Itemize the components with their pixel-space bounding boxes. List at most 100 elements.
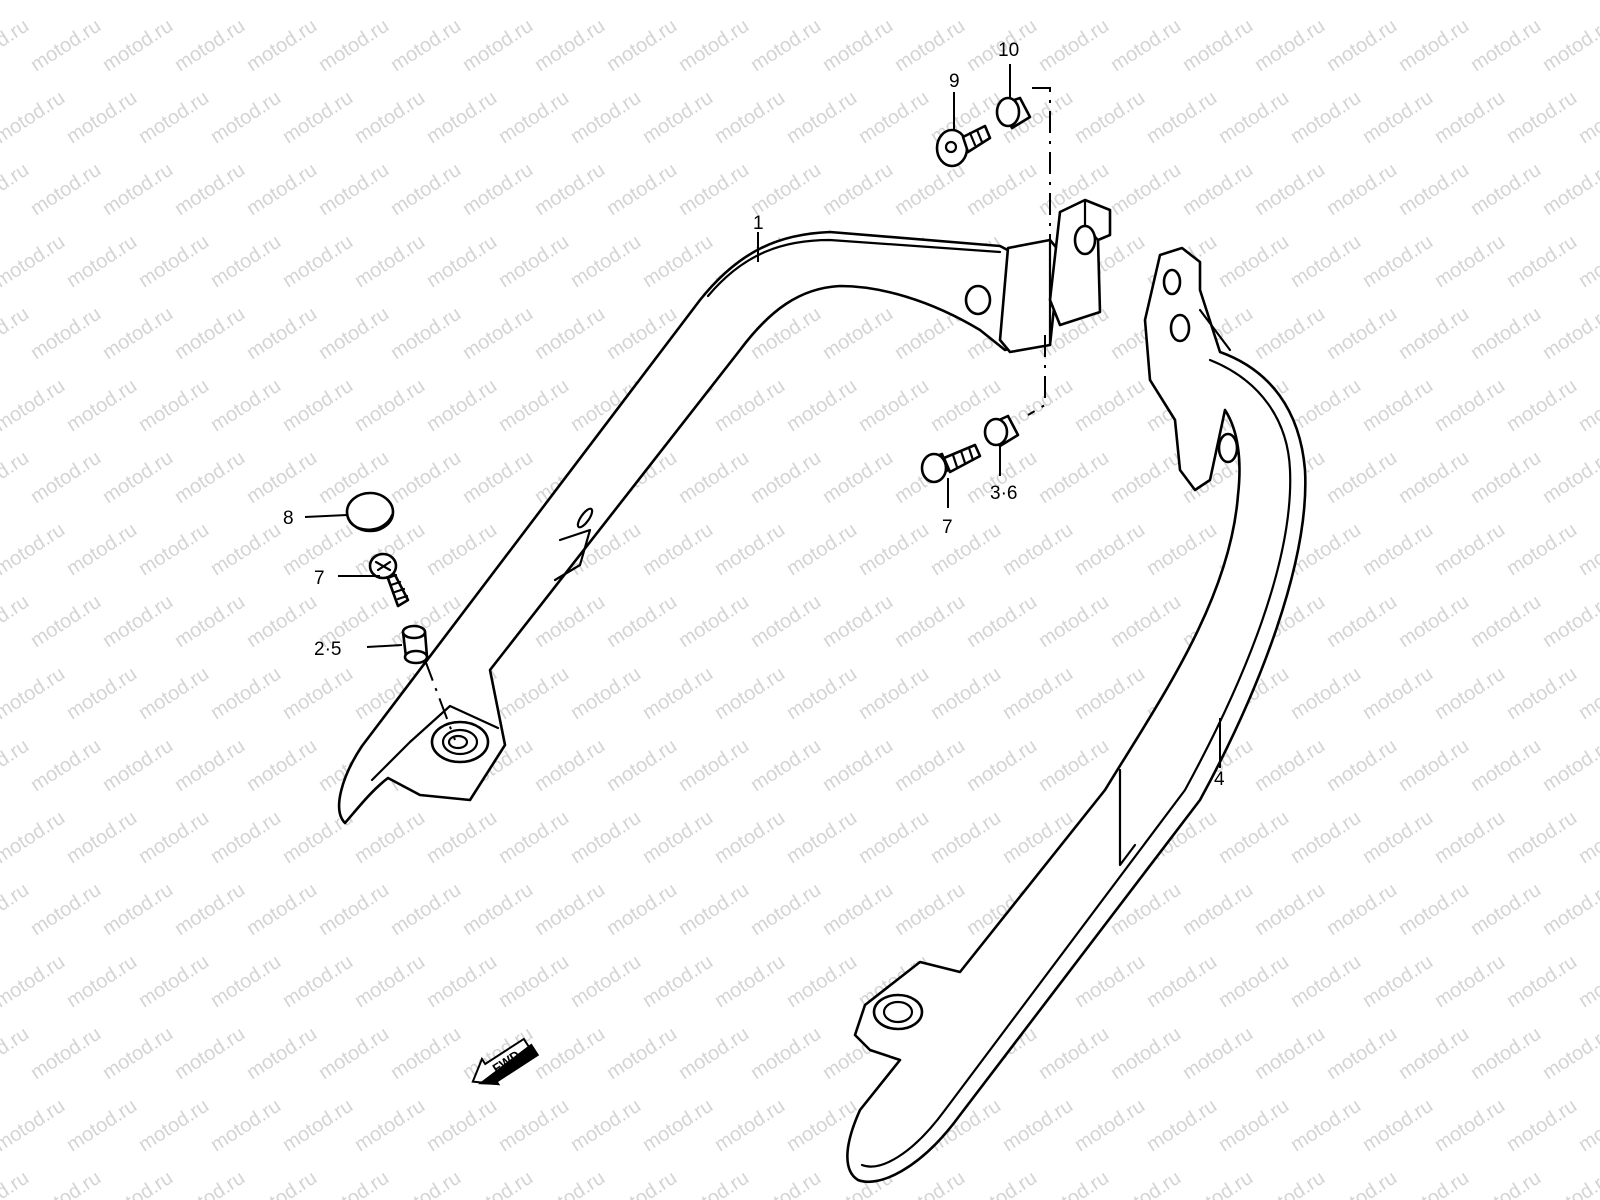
watermark-text: motod.ru: [1539, 447, 1600, 508]
watermark-text: motod.ru: [819, 591, 897, 652]
watermark-text: motod.ru: [819, 447, 897, 508]
watermark-text: motod.ru: [1215, 231, 1293, 292]
screw-top[interactable]: [935, 124, 992, 168]
watermark-text: motod.ru: [1575, 663, 1600, 724]
watermark-text: motod.ru: [1503, 0, 1581, 4]
watermark-text: motod.ru: [999, 1095, 1077, 1156]
watermark-text: motod.ru: [639, 519, 717, 580]
watermark-text: motod.ru: [567, 1095, 645, 1156]
watermark-text: motod.ru: [531, 15, 609, 76]
watermark-text: motod.ru: [855, 87, 933, 148]
watermark-text: motod.ru: [747, 735, 825, 796]
spacer-left[interactable]: [401, 624, 429, 665]
watermark-text: motod.ru: [783, 375, 861, 436]
callout-1: 1: [753, 213, 764, 234]
watermark-text: motod.ru: [1179, 879, 1257, 940]
watermark-text: motod.ru: [1503, 231, 1581, 292]
watermark-text: motod.ru: [279, 663, 357, 724]
watermark-text: motod.ru: [603, 1167, 681, 1200]
watermark-text: motod.ru: [639, 1095, 717, 1156]
watermark-text: motod.ru: [999, 0, 1077, 4]
spacer-right[interactable]: [983, 414, 1020, 448]
watermark-text: motod.ru: [747, 447, 825, 508]
watermark-text: motod.ru: [207, 231, 285, 292]
watermark-text: motod.ru: [1251, 735, 1329, 796]
spacer-top[interactable]: [995, 96, 1032, 130]
watermark-text: motod.ru: [1503, 951, 1581, 1012]
watermark-text: motod.ru: [135, 87, 213, 148]
watermark-text: motod.ru: [1539, 303, 1600, 364]
watermark-text: motod.ru: [279, 87, 357, 148]
watermark-text: motod.ru: [1251, 159, 1329, 220]
watermark-text: motod.ru: [1035, 1023, 1113, 1084]
watermark-text: motod.ru: [63, 1095, 141, 1156]
watermark-text: motod.ru: [1539, 1167, 1600, 1200]
watermark-text: motod.ru: [1143, 1095, 1221, 1156]
watermark-text: motod.ru: [1359, 0, 1437, 4]
watermark-text: motod.ru: [243, 1023, 321, 1084]
watermark-text: motod.ru: [1467, 447, 1545, 508]
watermark-text: motod.ru: [855, 0, 933, 4]
watermark-text: motod.ru: [675, 879, 753, 940]
watermark-text: motod.ru: [279, 951, 357, 1012]
watermark-text: motod.ru: [1467, 303, 1545, 364]
watermark-text: motod.ru: [1179, 15, 1257, 76]
cap[interactable]: [345, 491, 395, 533]
bolt-right[interactable]: [920, 443, 982, 484]
watermark-text: motod.ru: [891, 879, 969, 940]
watermark-text: motod.ru: [459, 1167, 537, 1200]
watermark-text: motod.ru: [135, 519, 213, 580]
leader-lines: [304, 64, 1221, 768]
watermark-text: motod.ru: [423, 807, 501, 868]
watermark-text: motod.ru: [711, 87, 789, 148]
watermark-text: motod.ru: [1575, 951, 1600, 1012]
watermark-text: motod.ru: [0, 303, 33, 364]
watermark-text: motod.ru: [63, 231, 141, 292]
watermark-text: motod.ru: [0, 807, 69, 868]
watermark-text: motod.ru: [171, 447, 249, 508]
watermark-text: motod.ru: [603, 159, 681, 220]
watermark-text: motod.ru: [63, 375, 141, 436]
watermark-text: motod.ru: [423, 519, 501, 580]
watermark-text: motod.ru: [0, 735, 33, 796]
watermark-text: motod.ru: [27, 303, 105, 364]
watermark-text: motod.ru: [675, 591, 753, 652]
watermark-text: motod.ru: [1359, 663, 1437, 724]
watermark-text: motod.ru: [1539, 1023, 1600, 1084]
watermark-text: motod.ru: [1287, 375, 1365, 436]
watermark-text: motod.ru: [891, 15, 969, 76]
watermark-text: motod.ru: [819, 879, 897, 940]
watermark-text: motod.ru: [927, 0, 1005, 4]
watermark-text: motod.ru: [27, 15, 105, 76]
watermark-text: motod.ru: [423, 1095, 501, 1156]
bolt-left[interactable]: [368, 552, 410, 608]
watermark-text: motod.ru: [0, 159, 33, 220]
watermark-text: motod.ru: [63, 807, 141, 868]
watermark-text: motod.ru: [1359, 807, 1437, 868]
watermark-text: motod.ru: [675, 735, 753, 796]
watermark-text: motod.ru: [243, 303, 321, 364]
watermark-text: motod.ru: [27, 735, 105, 796]
watermark-text: motod.ru: [99, 1023, 177, 1084]
watermark-text: motod.ru: [1359, 951, 1437, 1012]
watermark-text: motod.ru: [1107, 159, 1185, 220]
watermark-text: motod.ru: [99, 159, 177, 220]
watermark-text: motod.ru: [1395, 447, 1473, 508]
watermark-text: motod.ru: [531, 303, 609, 364]
watermark-text: motod.ru: [99, 591, 177, 652]
watermark-text: motod.ru: [207, 87, 285, 148]
grab-rail-right[interactable]: [846, 246, 1307, 1184]
watermark-text: motod.ru: [1539, 15, 1600, 76]
grab-rail-left[interactable]: [337, 198, 1112, 825]
watermark-text: motod.ru: [1539, 879, 1600, 940]
watermark-text: motod.ru: [603, 591, 681, 652]
watermark-text: motod.ru: [423, 951, 501, 1012]
watermark-text: motod.ru: [1251, 15, 1329, 76]
watermark-text: motod.ru: [1539, 591, 1600, 652]
watermark-text: motod.ru: [1539, 159, 1600, 220]
watermark-text: motod.ru: [243, 1167, 321, 1200]
watermark-text: motod.ru: [1215, 1095, 1293, 1156]
callout-4: 4: [1214, 769, 1225, 790]
watermark-text: motod.ru: [1467, 879, 1545, 940]
watermark-text: motod.ru: [567, 807, 645, 868]
